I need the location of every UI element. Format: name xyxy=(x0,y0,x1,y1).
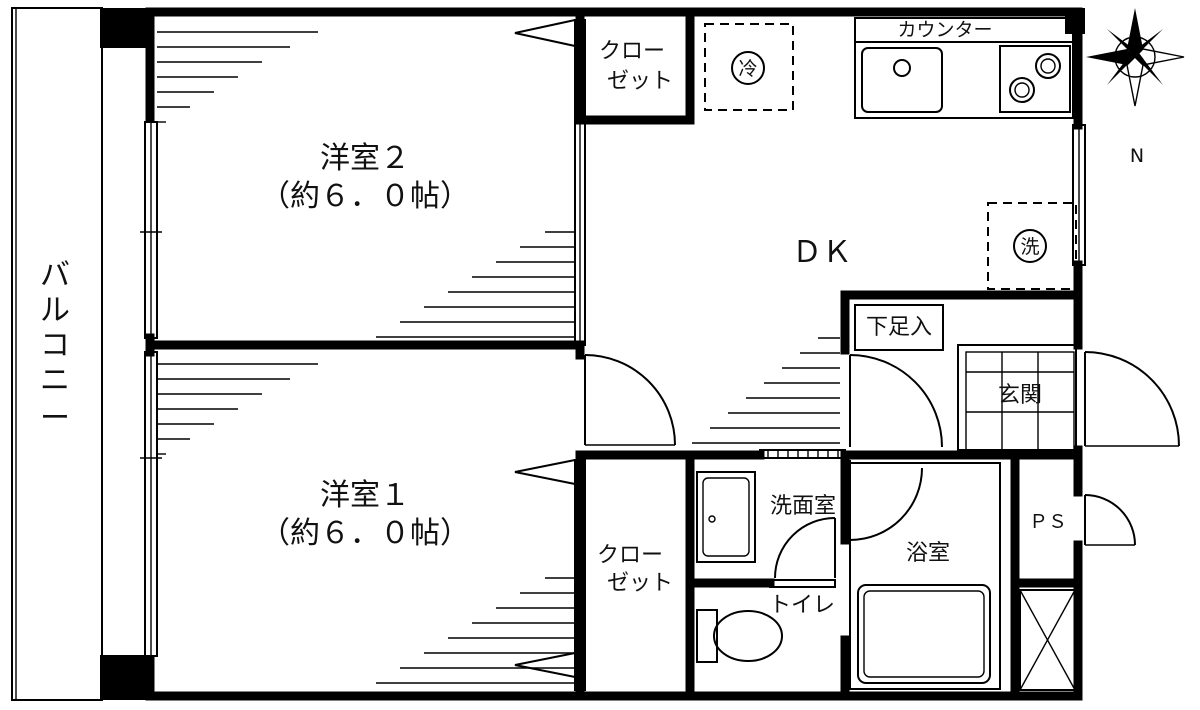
room1-floor-marks xyxy=(157,363,575,684)
closet-bottom-line2: ゼット xyxy=(607,571,673,596)
dk-label: ＤＫ xyxy=(792,235,852,270)
room2-floor-marks xyxy=(157,31,575,338)
balcony: バ ル コ ニ ー xyxy=(11,7,150,701)
bathtub xyxy=(849,462,1001,690)
washer-label: 洗 xyxy=(1020,236,1039,258)
compass-north-label: N xyxy=(1130,145,1144,167)
washroom-label: 洗面室 xyxy=(770,494,836,519)
ps-label: ＰＳ xyxy=(1029,511,1067,533)
closet-top-line1: クロー xyxy=(599,39,665,64)
compass-icon xyxy=(1086,8,1185,107)
ps-area xyxy=(1019,589,1076,691)
kitchen-counter xyxy=(854,17,1074,119)
toilet-label: トイレ xyxy=(769,593,835,618)
closet-doors xyxy=(514,19,576,678)
washer-space xyxy=(987,202,1077,290)
balcony-label-5: ー xyxy=(40,401,70,436)
bathroom-label: 浴室 xyxy=(906,541,950,566)
fridge-label: 冷 xyxy=(738,58,757,80)
balcony-label-1: バ xyxy=(40,258,70,293)
toilet xyxy=(696,609,783,663)
balcony-label-4: ニ xyxy=(40,363,70,398)
fridge-space xyxy=(704,23,794,111)
outer-walls xyxy=(145,7,1085,701)
shoe-storage-label: 下足入 xyxy=(866,315,932,340)
room1-size: （約６．０帖） xyxy=(260,516,470,551)
closet-bottom-line1: クロー xyxy=(597,543,663,568)
dk-floor-marks xyxy=(692,337,840,444)
door-swings xyxy=(584,351,1180,579)
balcony-label-3: コ xyxy=(40,328,70,363)
entrance-floor xyxy=(854,304,1077,451)
room1-name: 洋室１ xyxy=(320,478,410,513)
entrance-label: 玄関 xyxy=(998,383,1042,408)
room2-name: 洋室２ xyxy=(320,141,410,176)
closet-top-line2: ゼット xyxy=(607,69,673,94)
counter-label: カウンター xyxy=(897,19,992,41)
balcony-label-2: ル xyxy=(40,293,70,328)
room2-size: （約６．０帖） xyxy=(260,179,470,214)
balcony-windows xyxy=(140,121,1086,657)
washbasin xyxy=(696,471,756,563)
